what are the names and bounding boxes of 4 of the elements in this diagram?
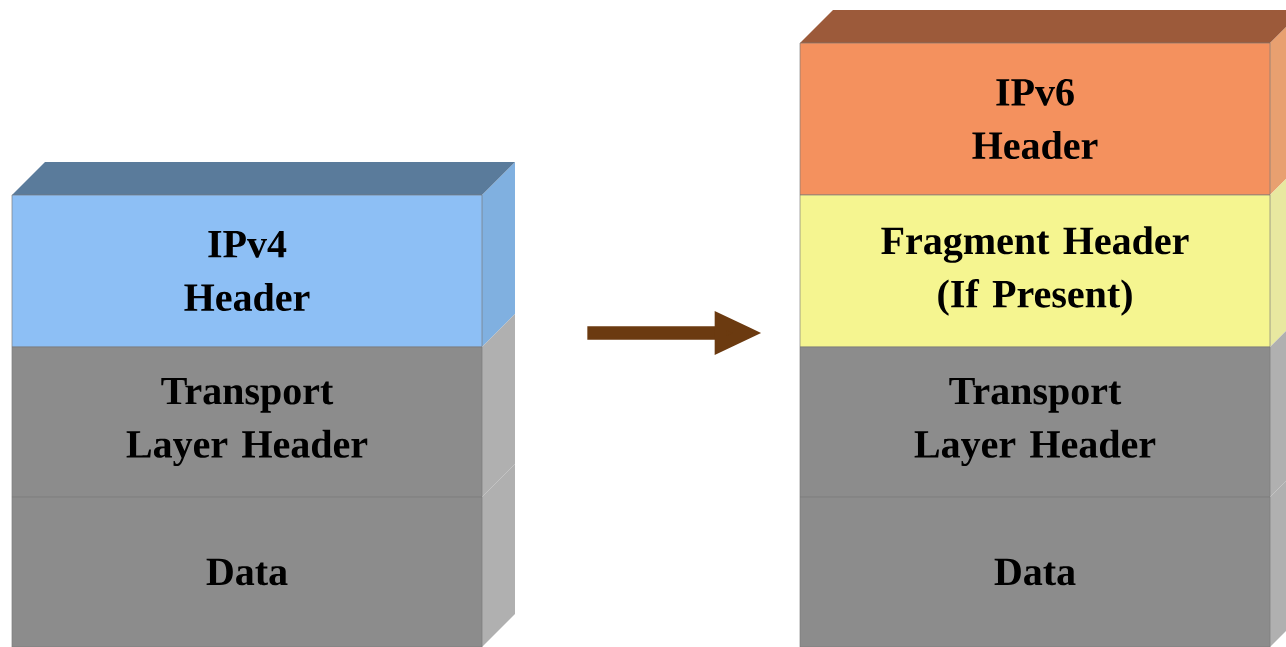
layer-block: IPv4 Header — [11, 162, 515, 348]
layer-block: Transport Layer Header — [11, 314, 515, 498]
node-label: Data — [994, 558, 1076, 586]
layer-block: IPv6 Header — [799, 10, 1286, 196]
